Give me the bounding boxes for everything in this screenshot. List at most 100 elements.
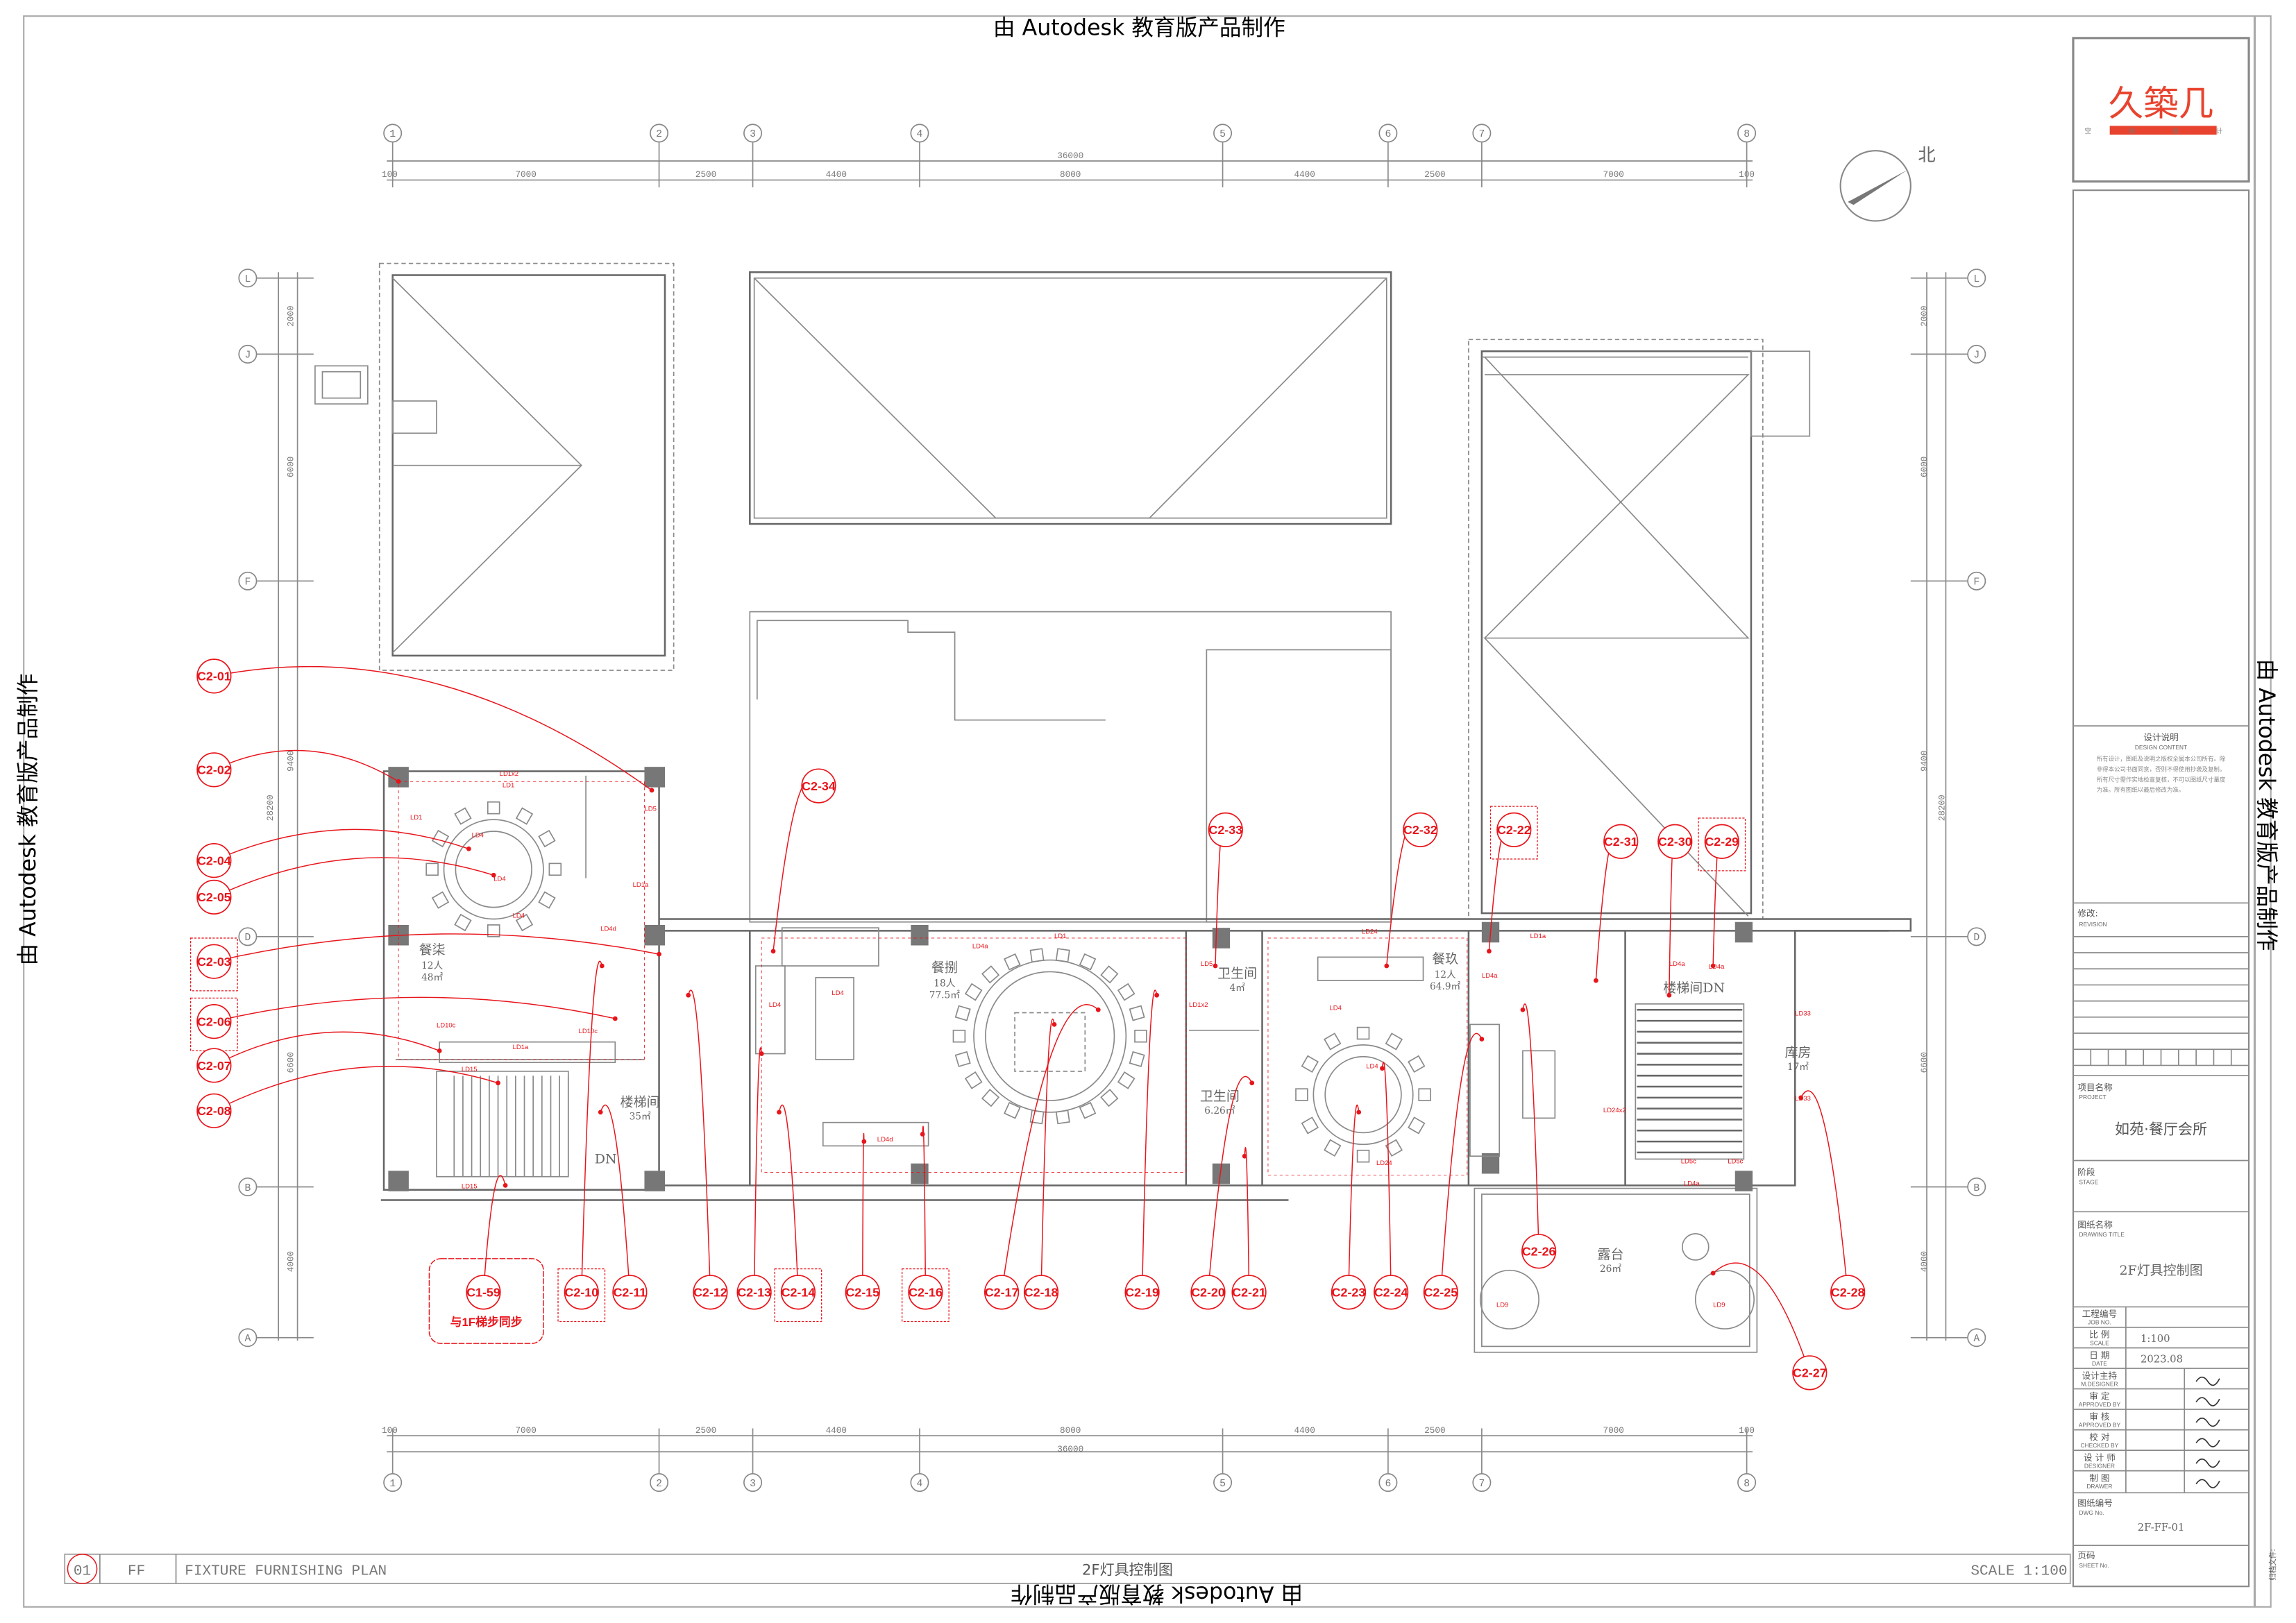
circuit-tag-label: C2-27 <box>1793 1366 1827 1380</box>
chair <box>425 863 439 876</box>
circuit-tag[interactable] <box>196 944 232 979</box>
circuit-tag[interactable] <box>1657 824 1693 859</box>
signature <box>2195 1458 2220 1468</box>
circuit-tag[interactable] <box>196 752 232 788</box>
circuit-tag[interactable] <box>1403 812 1438 847</box>
chair <box>1055 948 1070 963</box>
circuit-tag[interactable] <box>1023 1275 1059 1310</box>
chair <box>548 863 562 876</box>
fixture-label: LD4a <box>1482 972 1498 980</box>
fixture-label: LD24 <box>1376 1159 1392 1167</box>
circuit-tag[interactable] <box>1208 812 1243 847</box>
circuit-tag[interactable] <box>1423 1275 1458 1310</box>
circuit-tag-label: C2-12 <box>693 1286 727 1300</box>
room-name: 楼梯间DN <box>1663 980 1725 996</box>
circuit-tag[interactable] <box>564 1275 599 1310</box>
dim-span: 2000 <box>285 305 296 326</box>
fixture-point <box>491 872 496 878</box>
dimensions-top: 36000 100 100 <box>382 151 1755 181</box>
circuit-wire <box>214 857 494 898</box>
chair <box>1324 1139 1342 1157</box>
svg-text:空 间 设 计: 空 间 设 计 <box>2085 127 2240 135</box>
circuit-tag[interactable] <box>1190 1275 1226 1310</box>
circuit-tag-label: C2-32 <box>1403 823 1437 837</box>
grid-label: 3 <box>750 129 756 140</box>
signature <box>2195 1479 2220 1488</box>
circuit-tag-label: C2-25 <box>1424 1286 1458 1300</box>
watermark-top: 由 Autodesk 教育版产品制作 <box>993 16 1285 41</box>
room-name: 餐柒 <box>419 942 446 958</box>
circuit-tag[interactable] <box>780 1275 816 1310</box>
chair <box>1117 1071 1136 1089</box>
dim-span: 2500 <box>695 1425 716 1436</box>
dim-total-bottom: 36000 <box>1057 1444 1083 1454</box>
circuit-wire <box>214 1065 498 1112</box>
dim-span: 6600 <box>1919 1052 1930 1073</box>
circuit-tag[interactable] <box>196 658 232 694</box>
dim-span: 6000 <box>285 457 296 477</box>
chair <box>954 1051 971 1067</box>
circuit-tag[interactable] <box>196 879 232 915</box>
grid-label: 8 <box>1744 1479 1750 1490</box>
room-area: 26㎡ <box>1600 1264 1621 1275</box>
fixture-label: LD5c <box>1681 1158 1696 1166</box>
circuit-tag-label: C2-07 <box>197 1059 231 1073</box>
circuit-tag[interactable] <box>1124 1275 1160 1310</box>
circuit-tag-label: C2-16 <box>909 1286 943 1300</box>
fixture-label: LD4a <box>972 943 988 951</box>
revision-cloud <box>190 937 238 992</box>
circuit-tag[interactable] <box>1331 1275 1367 1310</box>
circuit-tag[interactable] <box>1496 812 1532 847</box>
circuit-tag[interactable] <box>196 843 232 878</box>
fixture-label: LD24 <box>1362 928 1378 936</box>
circuit-tag[interactable] <box>801 768 836 804</box>
chair <box>431 891 450 909</box>
signature <box>2195 1417 2220 1427</box>
circuit-tag[interactable] <box>693 1275 728 1310</box>
circuit-tag[interactable] <box>1521 1234 1557 1269</box>
circuit-tag[interactable] <box>196 1093 232 1128</box>
fixture-point <box>1710 1271 1716 1276</box>
circuit-tag-label: C2-19 <box>1125 1286 1159 1300</box>
circuit-tag-label: C2-31 <box>1604 835 1638 849</box>
watermark-bottom: 由 Autodesk 教育版产品制作 <box>1011 1581 1303 1606</box>
circuit-tag-label: C2-05 <box>197 890 231 904</box>
grid-label: A <box>1973 1334 1980 1345</box>
grid-label: D <box>1973 933 1980 944</box>
fixture-label: LD10c <box>579 1028 598 1035</box>
circuit-tag[interactable] <box>845 1275 880 1310</box>
fixture-label: LD4 <box>1366 1063 1378 1071</box>
fixture-label: LD33 <box>1795 1095 1811 1103</box>
fixture-point <box>686 992 691 998</box>
dim-span: 8000 <box>1060 169 1081 180</box>
circuit-tag-label: C2-06 <box>197 1014 231 1028</box>
grid-label: 3 <box>750 1479 756 1490</box>
circuit-tag[interactable] <box>984 1275 1020 1310</box>
circuit-tag[interactable] <box>908 1275 943 1310</box>
circuit-tag[interactable] <box>1704 824 1739 859</box>
circuit-tag[interactable] <box>1374 1275 1409 1310</box>
circuit-tag[interactable] <box>1603 824 1639 859</box>
room-capacity: 12人 <box>1435 969 1456 980</box>
fixture-point <box>598 1110 603 1115</box>
circuit-tag-label: C2-23 <box>1332 1286 1366 1300</box>
circuit-tag[interactable] <box>1830 1275 1866 1310</box>
circuit-tag[interactable] <box>736 1275 772 1310</box>
info-label-en: JOB NO. <box>2088 1319 2111 1326</box>
grid-label: 4 <box>917 129 923 140</box>
info-value: 1:100 <box>2141 1333 2170 1345</box>
fixture-label: LD4d <box>877 1136 893 1144</box>
fixture-point <box>1384 963 1390 969</box>
circuit-tag[interactable] <box>466 1275 501 1310</box>
fixture-point <box>466 846 471 851</box>
circuit-tag[interactable] <box>196 1004 232 1039</box>
fixture-label: LD1a <box>633 881 649 889</box>
chair <box>1295 1088 1308 1101</box>
circuit-tag[interactable] <box>1792 1355 1827 1391</box>
signature <box>2195 1376 2220 1386</box>
circuit-tag[interactable] <box>1231 1275 1267 1310</box>
fixture-point <box>496 1080 500 1086</box>
fixture-point <box>1798 1095 1804 1101</box>
circuit-tag[interactable] <box>196 1048 232 1083</box>
circuit-tag[interactable] <box>612 1275 648 1310</box>
